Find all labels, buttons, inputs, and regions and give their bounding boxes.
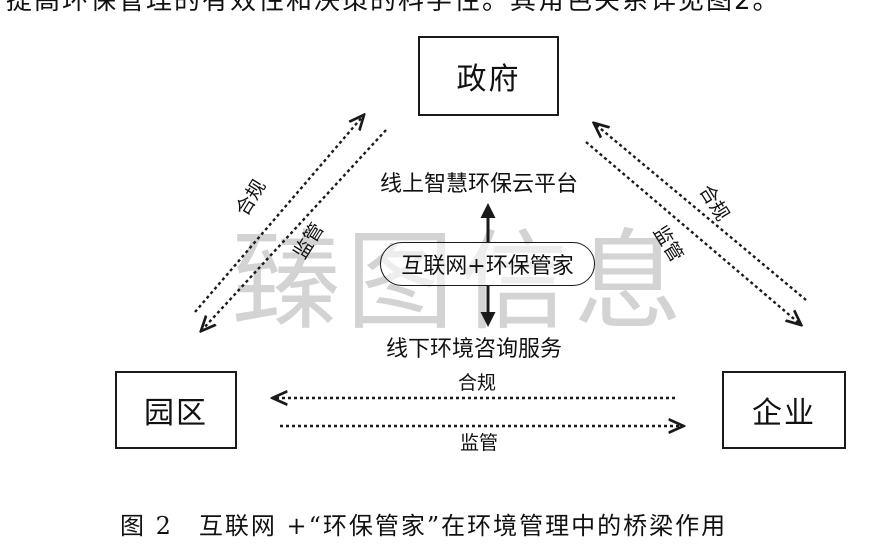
figure-caption: 图 2 互联网 +“环保管家”在环境管理中的桥梁作用 <box>120 512 728 540</box>
online-platform-label: 线上智慧环保云平台 <box>380 172 579 197</box>
offline-service-label: 线下环境咨询服务 <box>386 337 563 362</box>
right-supervision-arrow <box>585 141 800 324</box>
left-compliance-arrow <box>194 116 363 313</box>
bottom-compliance-label: 合规 <box>458 372 497 394</box>
park-node: 园区 <box>115 371 237 449</box>
government-node: 政府 <box>418 36 559 116</box>
center-hub-label: 互联网+环保管家 <box>401 254 574 279</box>
center-hub-pill: 互联网+环保管家 <box>380 242 595 286</box>
partial-body-text: 提高环保管理的有效性和决策的科学性。其角色关系详见图2。 <box>6 0 781 16</box>
right-compliance-arrow <box>595 124 807 301</box>
left-supervision-arrow <box>202 129 387 330</box>
bottom-supervision-label: 监管 <box>460 432 499 454</box>
enterprise-node: 企业 <box>722 371 846 449</box>
